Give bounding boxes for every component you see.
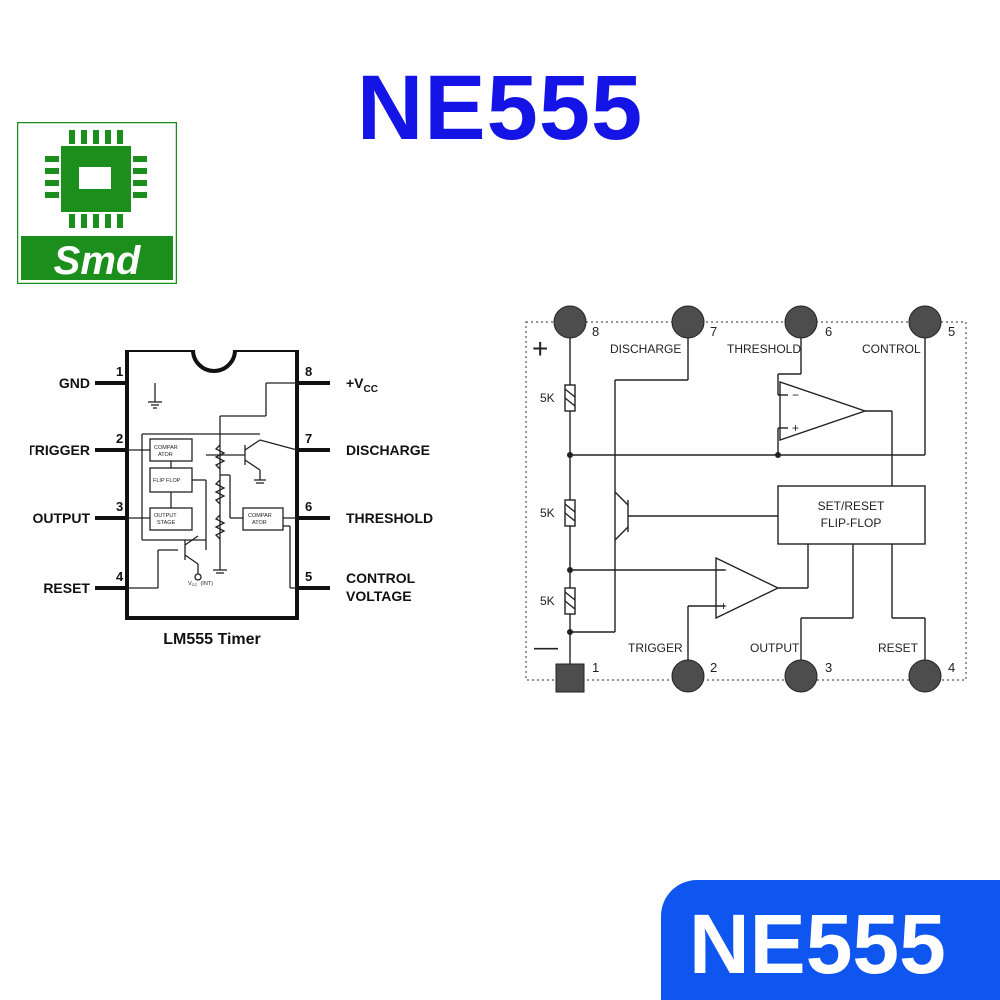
pin-label-output: OUTPUT bbox=[32, 510, 90, 526]
smd-logo: Smd bbox=[16, 121, 178, 285]
pin-3-num: 3 bbox=[116, 499, 123, 514]
top-opamp-plus: + bbox=[792, 421, 799, 435]
package-outline bbox=[525, 321, 967, 681]
inner-comparator-right-1: COMPAR bbox=[248, 513, 272, 519]
plus-sign: + bbox=[532, 333, 548, 364]
pin-4-number: 4 bbox=[948, 660, 955, 675]
resistor-label-2: 5K bbox=[540, 506, 555, 520]
ne555-internal-schematic: 8 7 6 5 1 2 3 4 DISCHARGE THRESHOLD CONT… bbox=[520, 300, 980, 700]
inner-flipflop: FLIP FLOP bbox=[153, 478, 181, 484]
bottom-opamp-minus: − bbox=[720, 563, 727, 577]
internal-circuit bbox=[127, 382, 298, 589]
pin-6-number: 6 bbox=[825, 324, 832, 339]
ne555-badge: NE555 bbox=[661, 880, 1000, 1000]
inner-output-stage-2: STAGE bbox=[157, 520, 176, 526]
pin-6-num: 6 bbox=[305, 499, 312, 514]
pin-7-num: 7 bbox=[305, 431, 312, 446]
chip-icon: Smd bbox=[16, 121, 178, 285]
pin-1-num: 1 bbox=[116, 364, 123, 379]
diagram-caption: LM555 Timer bbox=[163, 631, 261, 648]
pin-4-num: 4 bbox=[116, 569, 124, 584]
pin-5-num: 5 bbox=[305, 569, 312, 584]
pin-label-discharge: DISCHARGE bbox=[346, 442, 430, 458]
inner-comparator-top-1: COMPAR bbox=[154, 445, 178, 451]
pin-8-number: 8 bbox=[592, 324, 599, 339]
bottom-opamp-plus: + bbox=[720, 599, 727, 613]
flipflop-label-1: SET/RESET bbox=[818, 499, 885, 513]
pin-2-number: 2 bbox=[710, 660, 717, 675]
pin-5-number: 5 bbox=[948, 324, 955, 339]
ic-package bbox=[125, 348, 299, 620]
label-control: CONTROL bbox=[862, 342, 921, 356]
pin-label-reset: RESET bbox=[43, 580, 90, 596]
pin-8-num: 8 bbox=[305, 364, 312, 379]
flipflop-label-2: FLIP-FLOP bbox=[821, 516, 882, 530]
schematic-wires bbox=[564, 322, 926, 666]
resistor-label-1: 5K bbox=[540, 391, 555, 405]
top-opamp-minus: − bbox=[792, 388, 799, 402]
inner-comparator-top-2: ATOR bbox=[158, 452, 173, 458]
label-reset: RESET bbox=[878, 641, 919, 655]
inner-output-stage-1: OUTPUT bbox=[154, 513, 177, 519]
lm555-pinout-diagram: 1 2 3 4 8 7 6 5 GND TRIGGER OUTPUT RESET… bbox=[26, 348, 460, 660]
inner-comparator-right-2: ATOR bbox=[252, 520, 267, 526]
minus-sign: — bbox=[534, 634, 558, 661]
pin-1-number: 1 bbox=[592, 660, 599, 675]
pin-label-voltage: VOLTAGE bbox=[346, 588, 412, 604]
pin-3-number: 3 bbox=[825, 660, 832, 675]
pin-label-gnd: GND bbox=[59, 375, 90, 391]
pin-label-trigger: TRIGGER bbox=[30, 442, 90, 458]
pin-label-threshold: THRESHOLD bbox=[346, 510, 433, 526]
inner-vcc-int: VCC(INT) bbox=[188, 581, 213, 587]
logo-text: Smd bbox=[54, 239, 142, 283]
badge-text: NE555 bbox=[689, 897, 946, 991]
label-threshold: THRESHOLD bbox=[727, 342, 801, 356]
pin-label-vcc: +VCC bbox=[346, 375, 378, 395]
pin-7-number: 7 bbox=[710, 324, 717, 339]
pin-label-control: CONTROL bbox=[346, 570, 416, 586]
pin-pads bbox=[553, 305, 942, 693]
label-output: OUTPUT bbox=[750, 641, 800, 655]
page-title: NE555 bbox=[356, 57, 644, 159]
label-discharge: DISCHARGE bbox=[610, 342, 681, 356]
resistor-label-3: 5K bbox=[540, 594, 555, 608]
label-trigger: TRIGGER bbox=[628, 641, 683, 655]
pin-2-num: 2 bbox=[116, 431, 123, 446]
